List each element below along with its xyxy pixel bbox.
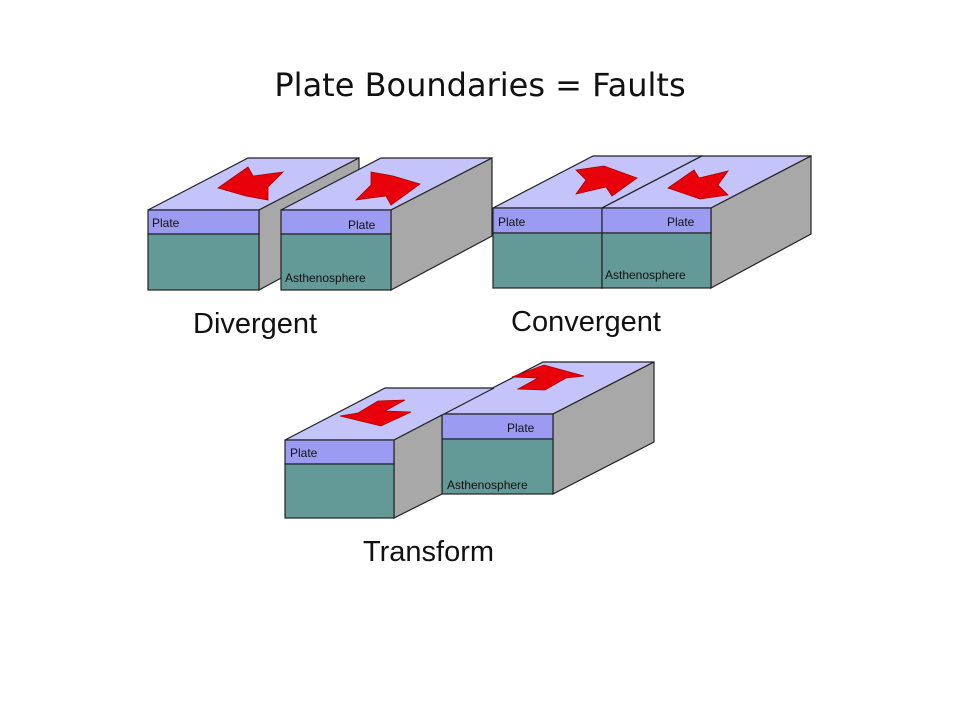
asthenosphere-layer	[441, 438, 554, 495]
convergent-diagram: Plate Plate Asthenosphere Convergent	[492, 155, 812, 338]
slide-title: Plate Boundaries = Faults	[274, 66, 686, 104]
plate-layer	[601, 207, 712, 234]
arrow-down-icon	[339, 399, 412, 427]
transform-diagram: Plate Asthenosphere Plate Transform	[284, 361, 655, 568]
asthenosphere-label: Asthenosphere	[605, 268, 686, 282]
plate-layer	[280, 209, 392, 235]
asthenosphere-label: Asthenosphere	[285, 271, 366, 285]
arrow-up-icon	[511, 364, 585, 391]
plate-label: Plate	[507, 421, 535, 435]
plate-label: Plate	[348, 218, 376, 232]
caption-transform: Transform	[363, 536, 494, 568]
asthenosphere-layer	[147, 233, 260, 291]
plate-label: Plate	[290, 446, 318, 460]
arrow-right-icon	[575, 165, 638, 197]
arrow-left-icon	[217, 166, 285, 201]
plate-label: Plate	[498, 215, 526, 229]
transform-left-block: Plate	[284, 387, 495, 519]
arrow-right-icon	[354, 171, 421, 206]
asthenosphere-layer	[492, 232, 603, 289]
plate-layer	[441, 413, 554, 440]
arrow-left-icon	[667, 169, 729, 200]
divergent-right-block: Plate Asthenosphere	[280, 157, 493, 292]
transform-right-block: Plate Asthenosphere	[441, 361, 655, 495]
convergent-right-block: Plate Asthenosphere	[601, 155, 812, 290]
caption-divergent: Divergent	[193, 308, 317, 340]
plate-layer	[284, 439, 395, 465]
asthenosphere-layer	[601, 232, 712, 289]
plate-label: Plate	[152, 216, 180, 230]
asthenosphere-layer	[284, 463, 395, 519]
plate-layer	[492, 207, 603, 234]
asthenosphere-label: Asthenosphere	[447, 478, 528, 492]
asthenosphere-layer	[280, 233, 392, 291]
caption-convergent: Convergent	[511, 306, 661, 338]
divergent-diagram: Plate Plate Asthenosphere Divergent	[147, 157, 493, 340]
plate-label: Plate	[667, 215, 695, 229]
